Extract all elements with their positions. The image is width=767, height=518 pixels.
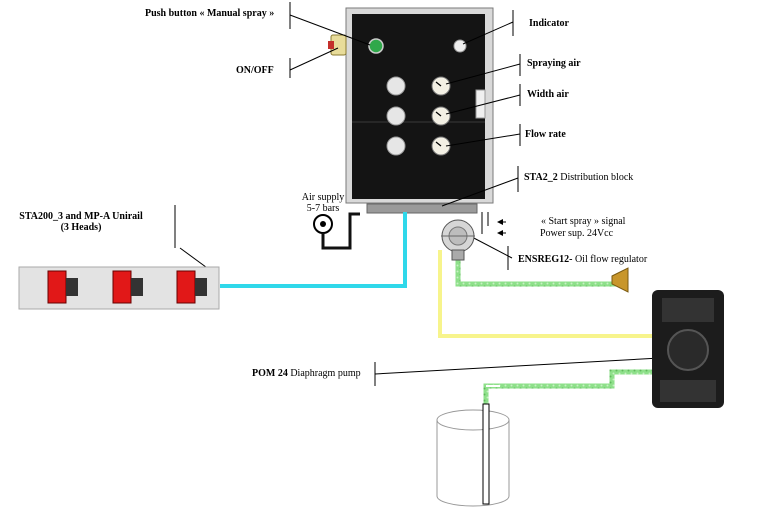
oil-tank [436, 403, 510, 507]
air-supply-inlet [313, 212, 360, 250]
width-air-knob[interactable] [386, 106, 406, 126]
spray-head [176, 270, 207, 304]
unirail-line1: STA200_3 and MP-A Unirail [19, 211, 143, 222]
air-supply-line1: Air supply [301, 192, 345, 203]
pump-code: POM 24 [252, 368, 288, 379]
air-line [220, 212, 407, 288]
flow-rate-label: Flow rate [525, 129, 566, 140]
distribution-block-label: STA2_2 Distribution block [524, 172, 633, 183]
air-supply-label: Air supply 5-7 bars [298, 192, 348, 214]
regulator-label: ENSREG12- Oil flow regulator [518, 254, 647, 265]
push-button-label: Push button « Manual spray » [145, 8, 275, 19]
unirail-line2: (3 Heads) [60, 222, 102, 233]
power-supply-label: Power sup. 24Vcc [540, 228, 614, 239]
flow-rate-gauge [431, 136, 451, 156]
regulator-text: Oil flow regulator [572, 254, 648, 265]
distribution-block-text: Distribution block [557, 172, 634, 183]
oil-flow-regulator [441, 219, 475, 261]
control-cabinet [345, 7, 494, 214]
signal-arrows [497, 219, 503, 236]
indicator-label: Indicator [529, 18, 569, 29]
pump-label: POM 24 Diaphragm pump [252, 368, 361, 379]
leader-lines [174, 2, 661, 386]
indicator-light [453, 39, 467, 53]
oil-line [438, 250, 657, 338]
width-air-label: Width air [527, 89, 569, 100]
diaphragm-pump [611, 267, 724, 408]
air-supply-line2: 5-7 bars [306, 203, 340, 214]
spraying-air-knob[interactable] [386, 76, 406, 96]
manual-spray-button[interactable] [368, 38, 384, 54]
spray-head [112, 270, 143, 304]
spraying-air-gauge [431, 76, 451, 96]
suction-hose [483, 369, 654, 405]
regulator-code: ENSREG12- [518, 254, 573, 265]
unirail-label: STA200_3 and MP-A Unirail (3 Heads) [16, 211, 146, 233]
on-off-label: ON/OFF [236, 65, 274, 76]
spraying-air-label: Spraying air [527, 58, 581, 69]
flow-rate-knob[interactable] [386, 136, 406, 156]
start-spray-signal-label: « Start spray » signal [541, 216, 626, 227]
width-air-gauge [431, 106, 451, 126]
on-off-button[interactable] [328, 34, 347, 56]
pump-text: Diaphragm pump [287, 368, 361, 379]
oil-feed-hose [455, 258, 618, 287]
spray-head [47, 270, 78, 304]
distribution-block-code: STA2_2 [524, 172, 558, 183]
